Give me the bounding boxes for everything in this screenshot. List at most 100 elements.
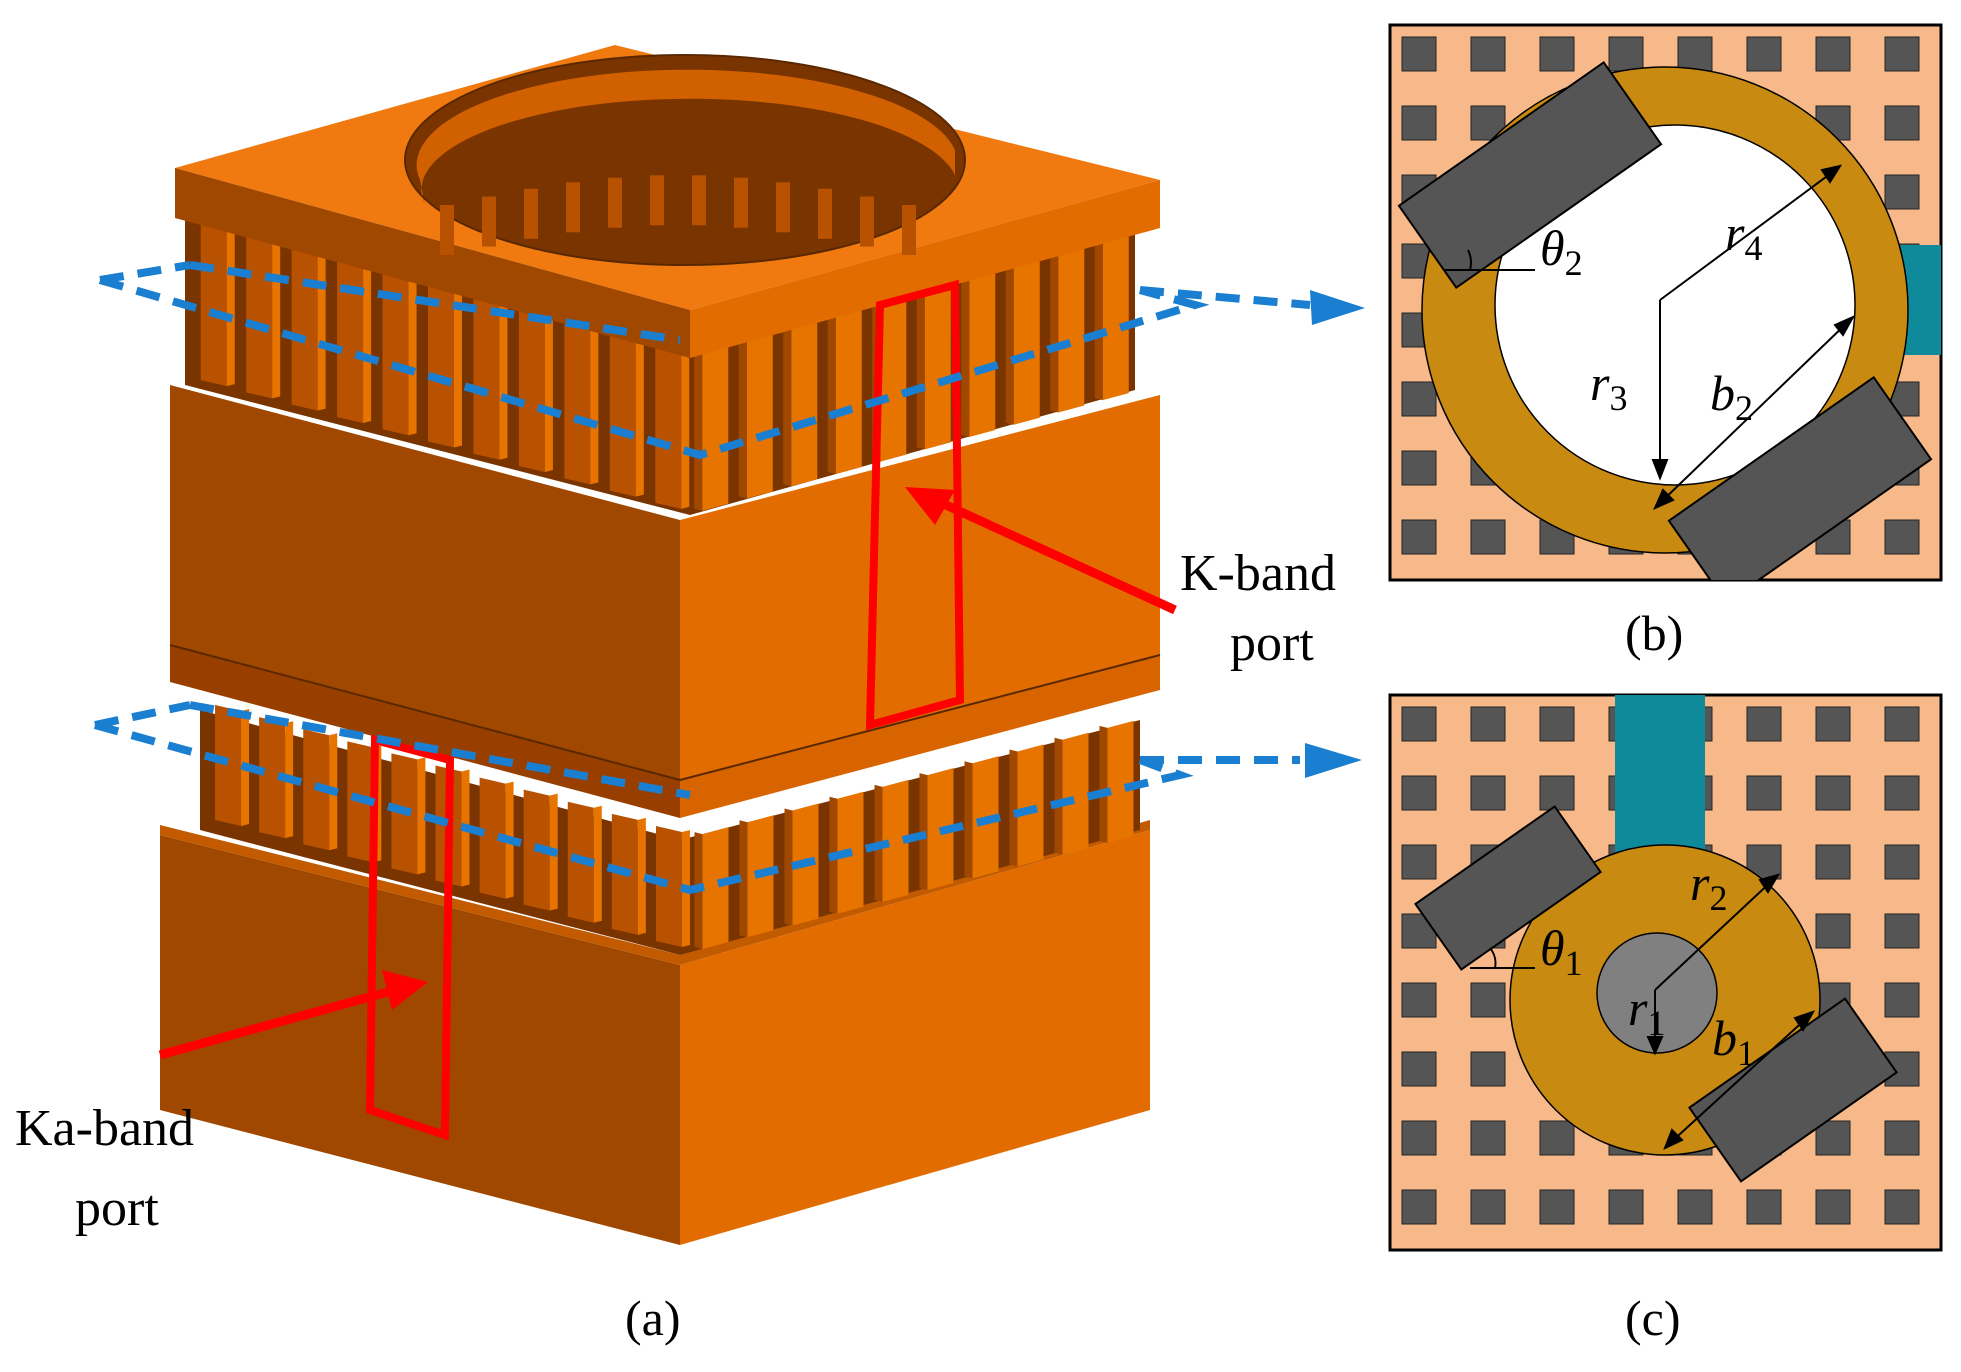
pin [702,827,729,950]
aperture-inner-ribs [440,175,916,255]
pin [337,256,364,423]
panel-c-feed-waveguide [1615,695,1705,860]
pin [1013,257,1040,425]
pin [1058,245,1085,413]
panel-b-ridge-left [1397,60,1663,290]
pin-face [637,817,646,935]
pin-side [1054,737,1063,855]
aperture-rib [734,177,748,228]
pin-side [694,348,703,511]
pin [1470,36,1506,72]
pin [1746,706,1782,742]
pin [1746,1189,1782,1225]
lower-section-arrowhead [1305,743,1362,778]
lower-section-plane [93,701,1300,895]
pin [655,825,682,947]
pin-face [681,346,690,509]
panel-b-r4-label: r4 [1725,205,1762,268]
k-band-port-outline [865,279,965,731]
aperture-rib [608,177,622,228]
pin [1677,1189,1713,1225]
aperture-rib [566,182,580,233]
panel-c-theta-label: θ1 [1540,920,1583,983]
pin [1815,1189,1851,1225]
pin-side [916,287,925,450]
panel-c-r1-label: r1 [1628,980,1665,1043]
panel-c-lower-cross-section: θ1 r2 r1 b1 (c) [1388,693,1943,1346]
pin [1884,982,1920,1018]
pin [564,318,591,485]
aperture-rib [524,188,538,239]
aperture-rib [902,205,916,255]
pin [1539,706,1575,742]
pin-face [499,297,508,460]
pin [1470,706,1506,742]
pin-face [590,322,599,485]
panel-c-b1-label: b1 [1712,1010,1755,1073]
pin [969,270,996,438]
aperture-rim [404,54,966,266]
pin-side [739,820,748,938]
aperture-rib [440,205,454,255]
caption-b: (b) [1625,605,1683,661]
pin [1746,775,1782,811]
pin-side [961,275,970,438]
pin [1884,775,1920,811]
pin [1470,519,1506,555]
pin-face [272,236,281,399]
pin [1815,1120,1851,1156]
pin [1884,1120,1920,1156]
aperture-rib [776,182,790,233]
pin [1539,1120,1575,1156]
panel-b-dimension-lines [1445,164,1856,510]
pin [259,717,286,839]
upper-section-arrowhead [1310,290,1365,325]
pin [1401,450,1437,486]
pin [880,294,907,462]
aperture-rib [482,196,496,247]
pin [1401,775,1437,811]
k-band-label-line2: port [1230,615,1314,672]
pin-side [1009,749,1018,867]
pin [1470,982,1506,1018]
pin [1884,706,1920,742]
pin [746,331,773,499]
panel-c-dimension-lines [1470,873,1816,1150]
pin [1062,732,1089,855]
aperture-inner-wall [416,69,956,206]
pin-side [1094,238,1103,401]
k-band-label-line1: K-band [1180,545,1336,602]
pin-face [408,273,417,436]
pin [1470,1120,1506,1156]
ka-band-label-line2: port [75,1180,159,1237]
panel-b-theta-label: θ2 [1540,220,1583,283]
panel-b-r3-label: r3 [1590,355,1627,418]
panel-c-inner-conductor [1596,932,1718,1054]
pin [1401,105,1437,141]
pin [473,293,500,460]
panel-b-ridge-right [1667,375,1933,580]
pin [1539,775,1575,811]
panel-c-ridge-left [1414,805,1602,971]
aperture-rib [692,175,706,226]
panel-b-b2-label: b2 [1710,365,1753,428]
ka-band-label-line1: Ka-band [15,1100,194,1157]
aperture-rib [650,175,664,226]
upper-pin-row [200,220,1129,511]
pin [382,269,409,436]
upper-section-plane [98,261,1311,460]
pin-side [827,311,836,474]
pin [882,779,909,902]
panel-b-upper-cross-section: θ2 r4 r3 b2 (b) [1388,23,1943,661]
pin [291,244,318,411]
pin [1815,36,1851,72]
pin [609,330,636,497]
panel-b-central-hole [1494,124,1856,486]
pin [246,232,273,399]
pin [1539,36,1575,72]
middle-block-side [170,385,680,780]
pin [1401,706,1437,742]
pin [1401,1051,1437,1087]
pin [1401,844,1437,880]
